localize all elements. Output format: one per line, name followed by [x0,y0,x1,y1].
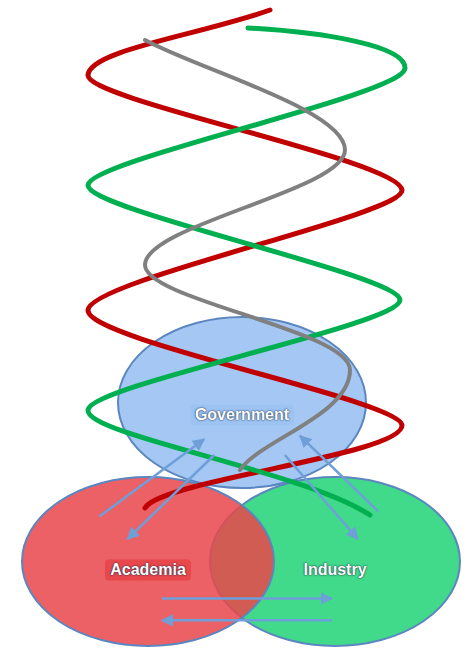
green-helix-strand [88,28,405,515]
circle-fill [22,477,274,646]
government-circle: Government [116,315,368,490]
circle-fill [118,317,366,488]
flow-arrow [300,436,378,512]
flow-arrow [162,597,332,600]
node-label: Industry [298,560,371,581]
node-label: Government [190,404,294,425]
node-label: Academia [105,560,191,581]
flow-arrow [162,619,332,622]
grey-helix-strand [145,40,350,470]
circle-outline [116,315,368,490]
red-helix-strand [88,10,402,508]
flow-arrow [99,439,204,516]
flow-arrow [128,455,215,539]
academia-circle: Academia [20,475,276,648]
flow-arrow [285,455,358,539]
